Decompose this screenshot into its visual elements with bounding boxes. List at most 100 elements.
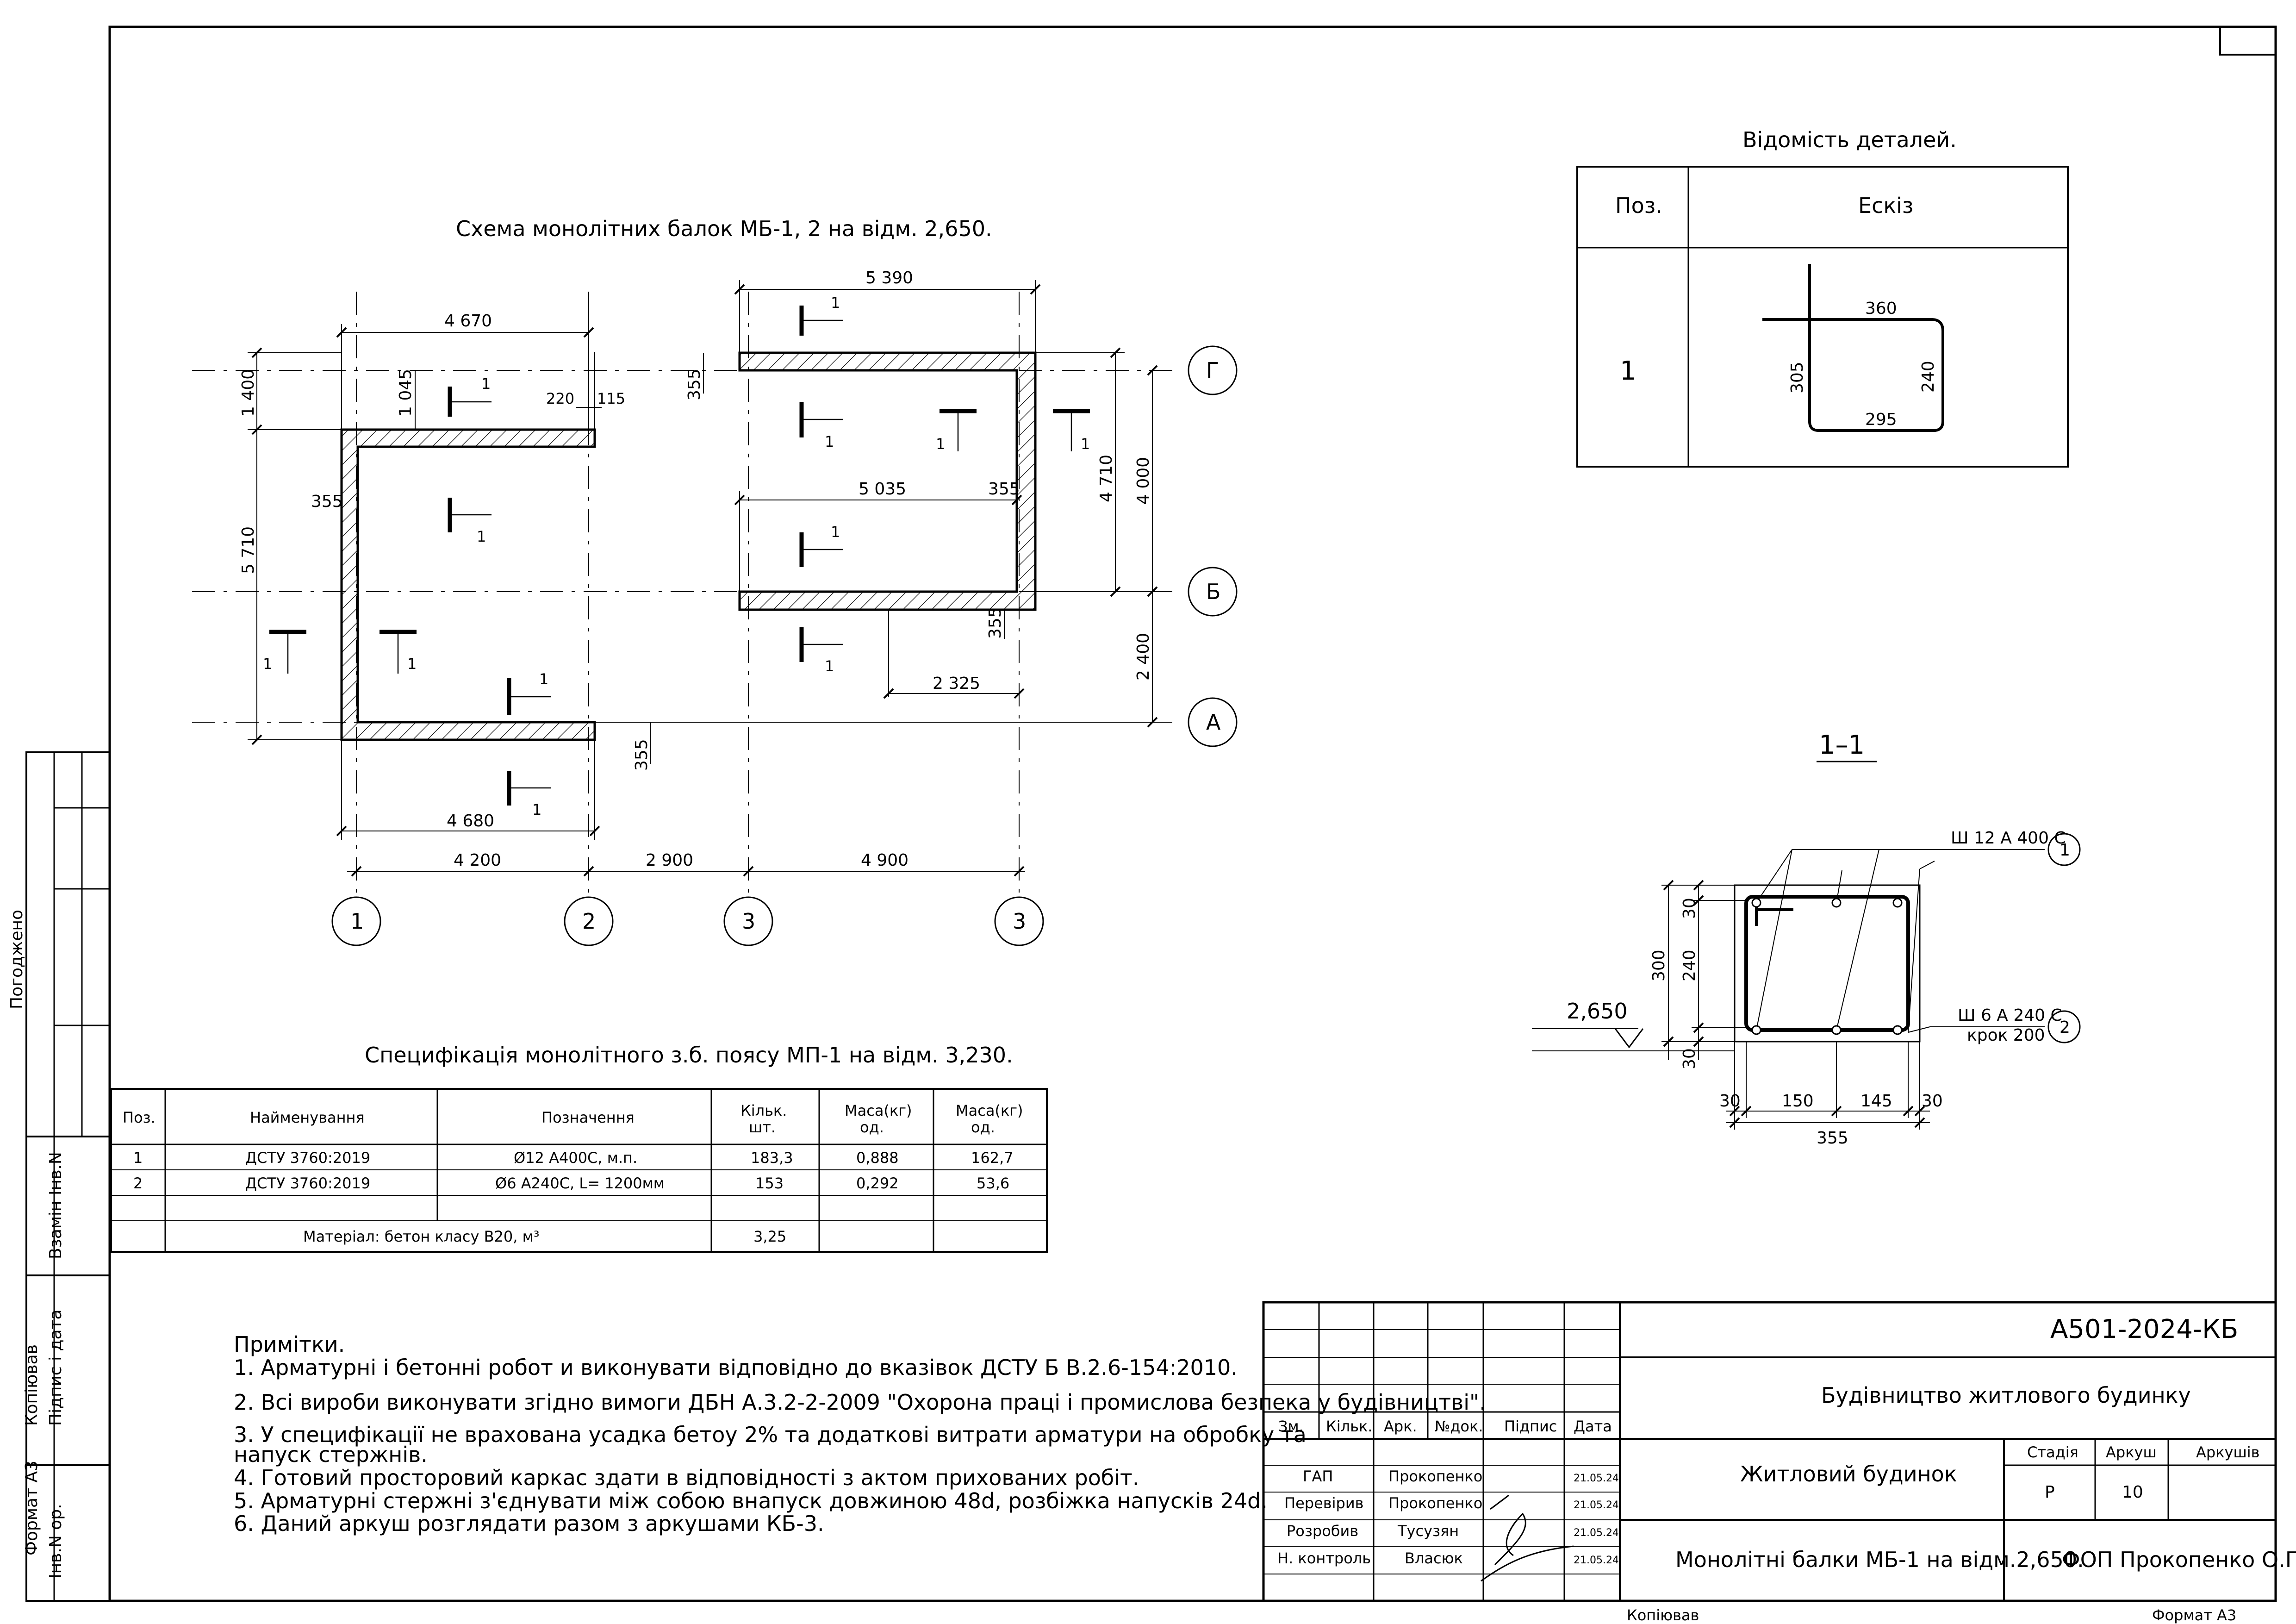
tb-date: 21.05.24 (1574, 1499, 1619, 1511)
dim-5710: 5 710 (239, 526, 258, 574)
dim-240v: 240 (1680, 949, 1699, 981)
dim-355w: 355 (1817, 1129, 1848, 1148)
tb-date: 21.05.24 (1574, 1473, 1619, 1484)
dim-4670: 4 670 (444, 312, 492, 331)
spec-h-mass1: Маса(кг)од. (845, 1102, 912, 1136)
side-sign-date: Підпис і дата (46, 1309, 65, 1426)
section-1-1: 1–1 (1532, 730, 2081, 1148)
axis-a-label: А (1206, 710, 1221, 735)
tb-sheet-title: Монолітні балки МБ-1 на відм.2,650. (1675, 1547, 2084, 1572)
rebar1-label: Ш 12 А 400 С (1951, 829, 2066, 848)
tb-role: Н. контроль (1277, 1549, 1371, 1567)
spec-h-mass2: Маса(кг)од. (956, 1102, 1023, 1136)
title-block: Зм. Кільк. Арк. №док. Підпис Дата ГАП Пр… (1262, 1301, 2296, 1624)
specification: Специфікація монолітного з.б. поясу МП-1… (110, 1043, 1048, 1253)
note-line: 3. У специфікації не врахована усадка бе… (234, 1422, 1307, 1447)
dimension-lines (248, 280, 1162, 872)
tb-project: Будівництво житлового будинку (1821, 1383, 2191, 1408)
dim-1045: 1 045 (396, 369, 415, 417)
axis-g-label: Г (1206, 358, 1219, 383)
tb-code: А501-2024-КБ (2050, 1314, 2238, 1344)
dim-2900: 2 900 (646, 851, 693, 870)
axis-3b-label: 3 (1013, 909, 1026, 934)
dim-145: 145 (1860, 1092, 1892, 1111)
axis-1-label: 1 (350, 909, 364, 934)
side-inv-replace: Взамін Інв.N (46, 1152, 65, 1259)
axis-2-label: 2 (582, 909, 596, 934)
sketch-col-sketch: Ескіз (1858, 193, 1913, 218)
dim-355-left: 355 (311, 492, 343, 511)
tb-role: Розробив (1287, 1522, 1358, 1540)
callout-2: 2 (2060, 1018, 2070, 1037)
cut-label: 1 (263, 655, 272, 673)
spec-material-val: 3,25 (753, 1228, 786, 1245)
tb-h-date: Дата (1574, 1418, 1612, 1435)
signature-mark (1481, 1494, 1574, 1582)
cut-label: 1 (407, 655, 417, 673)
tb-h-doc: №док. (1435, 1418, 1483, 1435)
axis-bubbles (331, 345, 1238, 946)
note-line: 5. Арматурні стержні з'єднувати між собо… (234, 1488, 1268, 1513)
spec-cell-m2: 162,7 (971, 1149, 1014, 1167)
tb-format: Формат А3 (2152, 1606, 2236, 1624)
tb-person-row: Розробив Тусузян 21.05.24 (1287, 1522, 1619, 1540)
side-labels: Погоджено Взамін Інв.N Підпис і дата Коп… (7, 910, 65, 1579)
dim-355-top: 355 (685, 369, 704, 400)
beams (340, 351, 1037, 741)
cut-label: 1 (825, 657, 834, 675)
tb-stage-h: Стадія (2027, 1443, 2078, 1461)
tb-h-kol: Кільк. (1326, 1418, 1372, 1435)
tb-sheet: 10 (2122, 1483, 2143, 1502)
spec-cell-mark: Ø12 А400С, м.п. (514, 1149, 637, 1167)
sketch-240: 240 (1919, 361, 1938, 393)
spec-cell-m1: 0,888 (856, 1149, 899, 1167)
rebar-dots (1751, 898, 1903, 1035)
axis-bubble-labels: Г Б А 1 2 3 3 (350, 358, 1221, 934)
spec-material: Матеріал: бетон класу В20, м³ (303, 1228, 540, 1245)
dim-30b: 30 (1680, 1048, 1699, 1069)
side-copied: Копіював (22, 1344, 41, 1426)
sketch-360: 360 (1865, 299, 1897, 318)
tb-building: Житловий будинок (1740, 1462, 1957, 1487)
dim-4900: 4 900 (861, 851, 908, 870)
level-label: 2,650 (1567, 999, 1628, 1024)
side-agreed: Погоджено (7, 910, 26, 1009)
section-markers (269, 306, 1090, 806)
axis-b-label: Б (1206, 579, 1221, 604)
cut-label: 1 (539, 670, 548, 688)
parts-sketch: Відомість деталей. Поз. Ескіз 1 360 295 … (1576, 127, 2069, 468)
tb-h-ark: Арк. (1384, 1418, 1417, 1435)
section-title: 1–1 (1819, 730, 1865, 760)
dim-4000: 4 000 (1134, 457, 1153, 505)
section-marker-labels: 1 1 1 1 1 1 1 1 1 1 1 1 (263, 294, 1090, 818)
side-inv-orig: Інв.N ор. (46, 1504, 65, 1579)
tb-h-izm: Зм. (1278, 1418, 1304, 1435)
stirrup (1744, 895, 1910, 1032)
dimension-ticks (251, 284, 1158, 877)
dim-300: 300 (1649, 949, 1668, 981)
rebar-sketch (1762, 264, 1944, 432)
spec-h-mark: Позначення (541, 1109, 635, 1126)
tb-sheets-h: Аркушів (2196, 1443, 2260, 1461)
dim-1400: 1 400 (239, 369, 258, 417)
side-format: Формат А3 (22, 1461, 41, 1555)
sketch-295: 295 (1865, 410, 1897, 429)
cut-label: 1 (831, 523, 840, 541)
axis-3a-label: 3 (742, 909, 755, 934)
dim-5035: 5 035 (859, 480, 906, 499)
dim-4710: 4 710 (1097, 455, 1116, 502)
spec-cell-name: ДСТУ 3760:2019 (245, 1149, 370, 1167)
spec-h-name: Найменування (250, 1109, 365, 1126)
plan-title: Схема монолітних балок МБ-1, 2 на відм. … (456, 216, 992, 241)
dim-5390: 5 390 (865, 269, 913, 287)
section-dim-ticks (1663, 880, 1925, 1128)
dim-220: 220 (546, 390, 574, 407)
cut-label: 1 (477, 528, 486, 545)
tb-role: Перевірив (1284, 1494, 1363, 1512)
dim-355-bottom: 355 (632, 739, 651, 771)
notes: Примітки. 1. Арматурні і бетонні робот и… (234, 1332, 1486, 1536)
spec-cell-qty: 183,3 (751, 1149, 793, 1167)
tb-date: 21.05.24 (1574, 1527, 1619, 1539)
sketch-pos: 1 (1620, 356, 1636, 386)
